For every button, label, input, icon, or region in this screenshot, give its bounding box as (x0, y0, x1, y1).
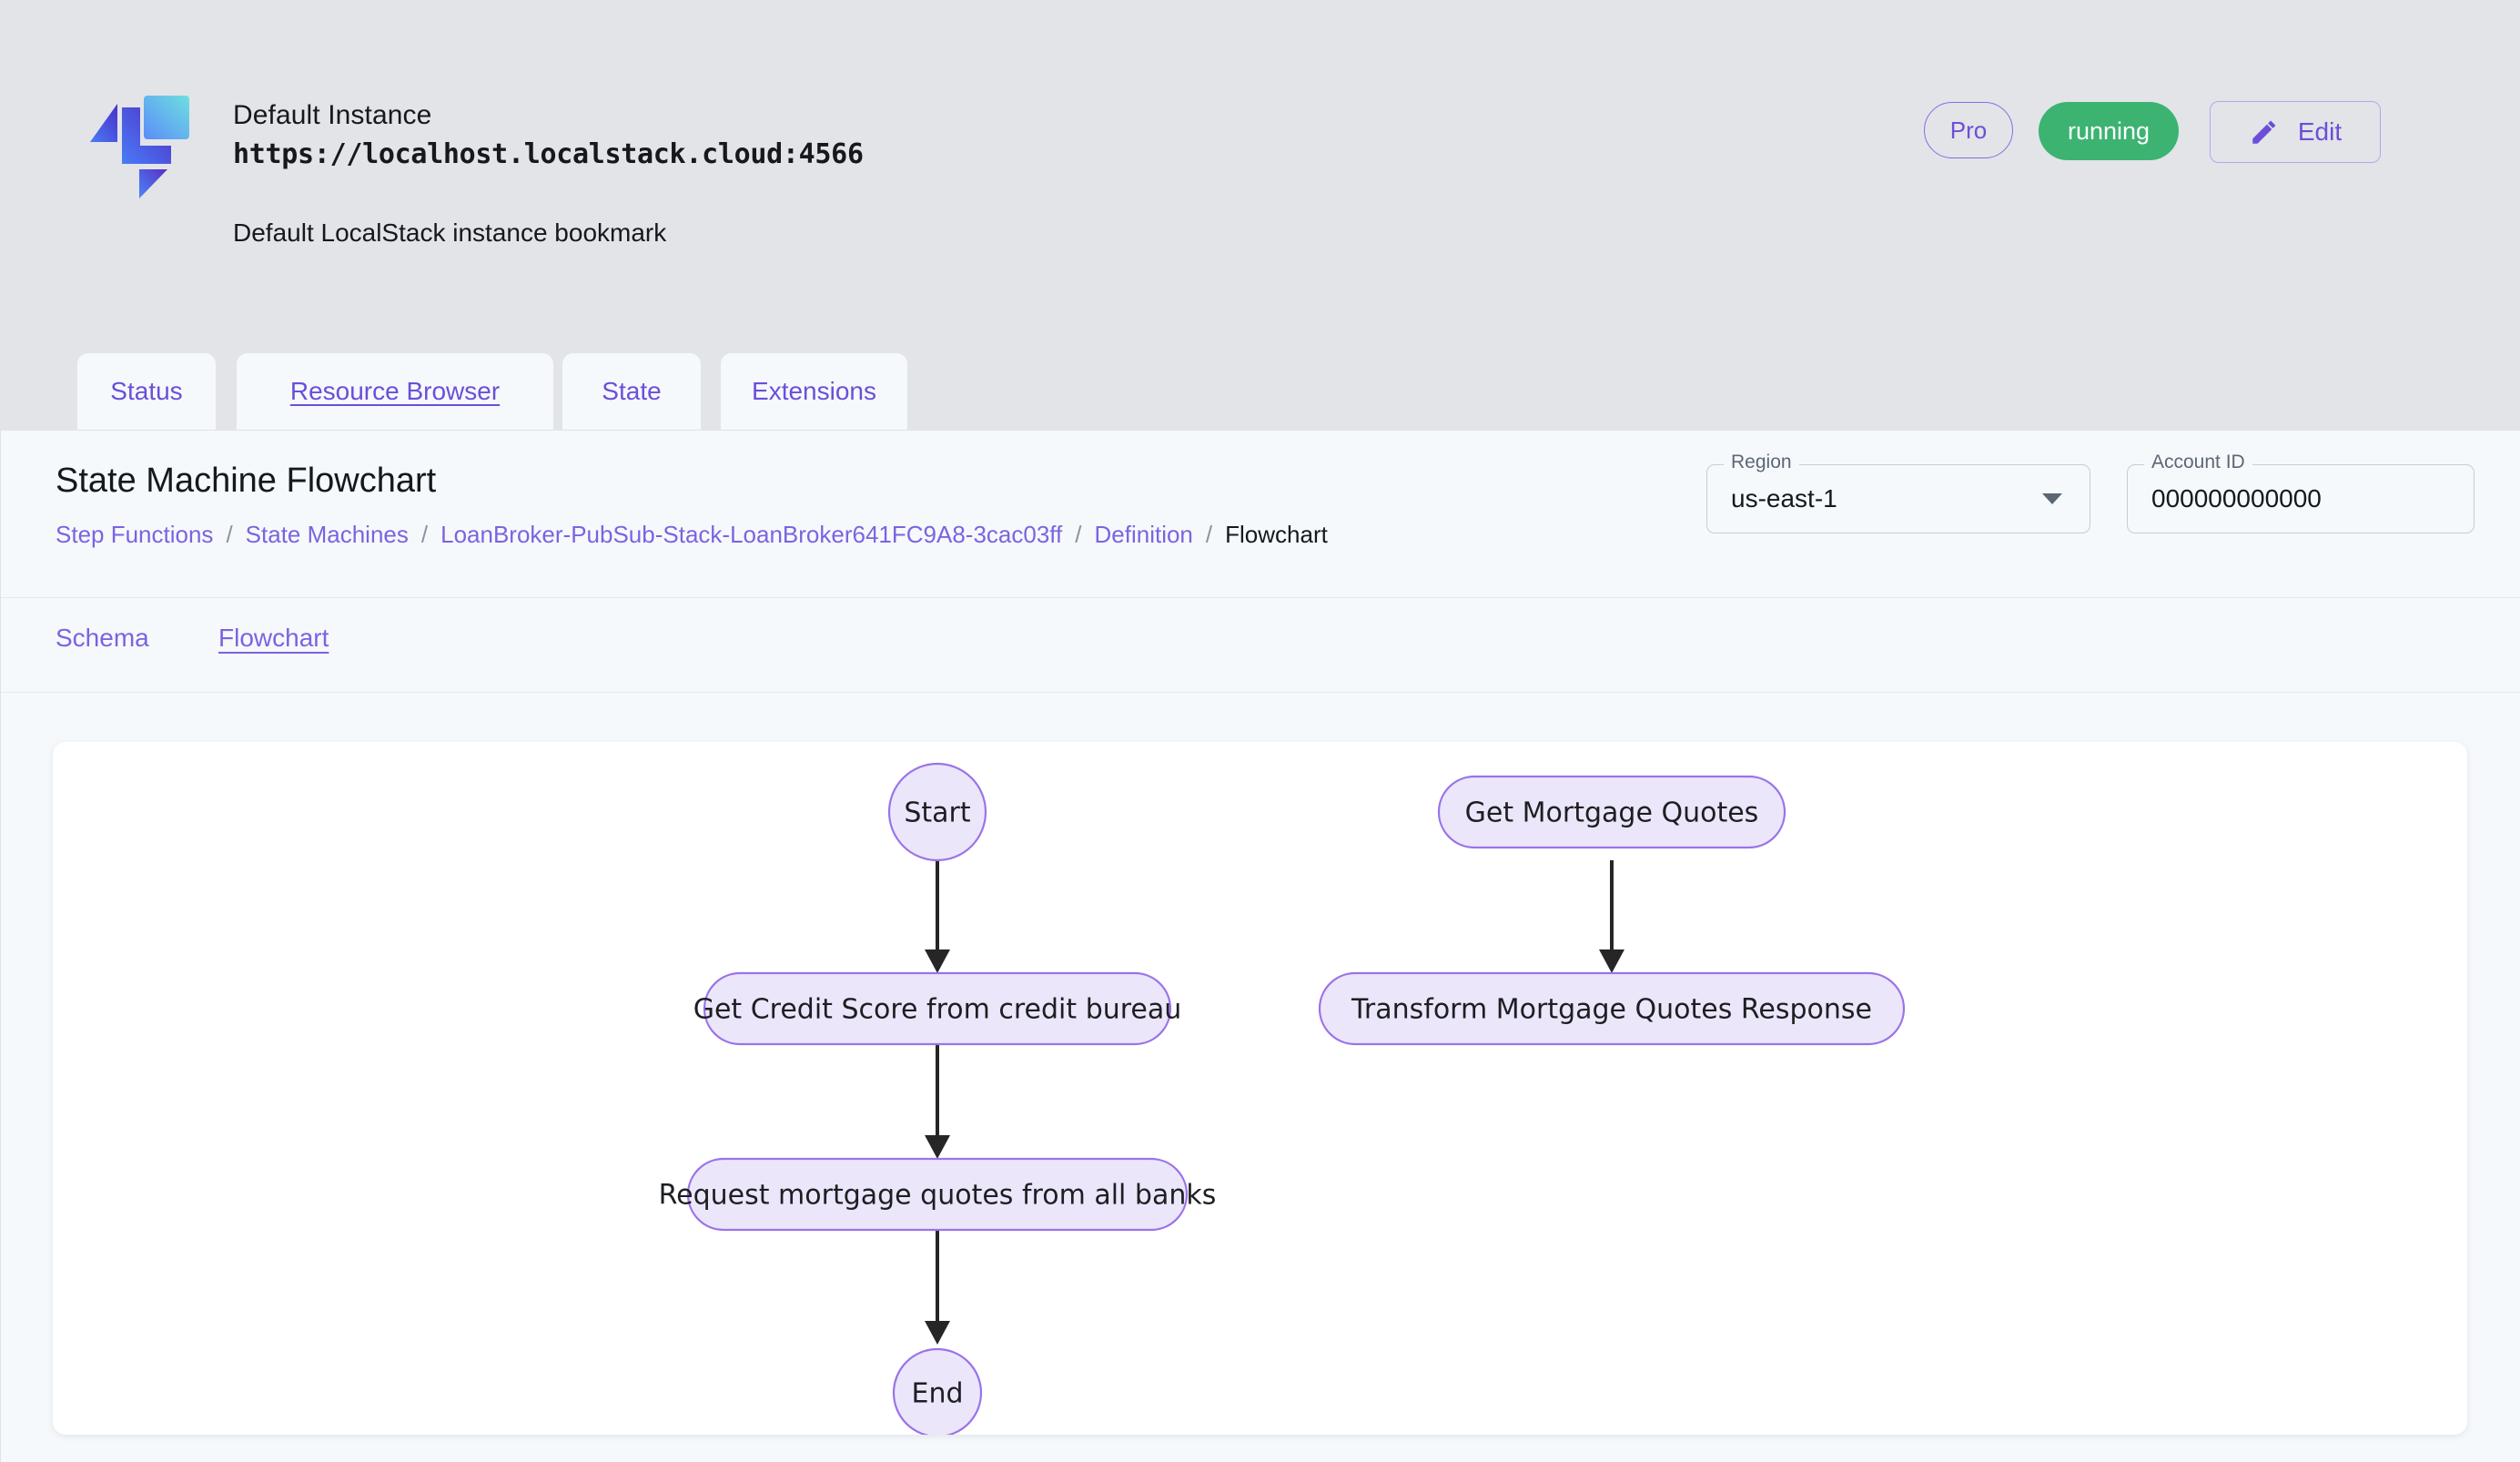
tab-resource-browser-label: Resource Browser (289, 377, 501, 405)
breadcrumb-item-definition[interactable]: Definition (1094, 521, 1193, 548)
chevron-down-icon[interactable] (2042, 493, 2062, 504)
tab-resource-browser[interactable]: Resource Browser (237, 353, 553, 430)
region-value: us-east-1 (1731, 484, 1837, 513)
breadcrumb-item-state-machines[interactable]: State Machines (245, 521, 409, 548)
node-credit-label: Get Credit Score from credit bureau (693, 994, 1182, 1026)
account-id-label: Account ID (2144, 452, 2252, 473)
edit-button-label: Edit (2297, 117, 2343, 146)
page-header: State Machine Flowchart Step Functions /… (1, 431, 2520, 598)
node-request-label: Request mortgage quotes from all banks (659, 1180, 1217, 1212)
node-end-label: End (911, 1378, 963, 1410)
account-id-value: 000000000000 (2151, 484, 2322, 513)
top-tab-bar: Status Resource Browser State Extensions (0, 353, 2520, 430)
breadcrumb-separator: / (226, 521, 233, 548)
region-select[interactable]: Region us-east-1 (1706, 452, 2090, 533)
sub-tab-flowchart-label: Flowchart (218, 624, 329, 652)
sub-tab-schema-label: Schema (56, 624, 149, 652)
pro-badge[interactable]: Pro (1924, 102, 2013, 158)
edge-start-to-credit (925, 860, 950, 973)
flowchart-node-start[interactable]: Start (887, 762, 987, 862)
tab-state[interactable]: State (562, 353, 701, 430)
flowchart-card: Start Get Credit Score from credit burea… (53, 742, 2467, 1435)
tab-status[interactable]: Status (77, 353, 216, 430)
instance-header: Default Instance https://localhost.local… (0, 0, 2520, 430)
node-transform-label: Transform Mortgage Quotes Response (1351, 994, 1872, 1026)
instance-url: https://localhost.localstack.cloud:4566 (233, 138, 864, 170)
edge-getquotes-to-transform (1599, 860, 1624, 973)
tab-extensions-label: Extensions (752, 377, 876, 405)
node-start-label: Start (904, 797, 971, 829)
page-title: State Machine Flowchart (56, 462, 437, 500)
breadcrumb-item-state-machine-name[interactable]: LoanBroker-PubSub-Stack-LoanBroker641FC9… (440, 521, 1063, 548)
instance-name: Default Instance (233, 100, 432, 130)
breadcrumb-separator: / (1205, 521, 1213, 548)
region-label: Region (1724, 452, 1799, 473)
edge-credit-to-request (925, 1044, 950, 1159)
breadcrumb-item-flowchart: Flowchart (1225, 521, 1328, 548)
instance-description: Default LocalStack instance bookmark (233, 218, 667, 247)
flowchart-node-request[interactable]: Request mortgage quotes from all banks (659, 1157, 1217, 1232)
sub-tab-schema[interactable]: Schema (56, 624, 149, 653)
account-id-input[interactable]: Account ID 000000000000 (2127, 452, 2474, 533)
edge-request-to-end (925, 1230, 950, 1345)
flowchart-node-transform[interactable]: Transform Mortgage Quotes Response (1318, 971, 1906, 1046)
breadcrumb: Step Functions / State Machines / LoanBr… (56, 521, 1328, 549)
flowchart-node-getquotes[interactable]: Get Mortgage Quotes (1437, 775, 1786, 849)
sub-tab-bar: Schema Flowchart (1, 598, 2520, 693)
flowchart-diagram: Start Get Credit Score from credit burea… (659, 762, 1906, 1435)
flowchart-edges (925, 860, 1624, 1345)
flowchart-node-end[interactable]: End (892, 1347, 983, 1435)
breadcrumb-separator: / (1075, 521, 1082, 548)
breadcrumb-separator: / (420, 521, 429, 548)
tab-extensions[interactable]: Extensions (721, 353, 907, 430)
pencil-icon (2252, 120, 2276, 144)
sub-tab-flowchart[interactable]: Flowchart (218, 624, 329, 653)
localstack-logo (90, 96, 189, 198)
edit-button[interactable]: Edit (2210, 101, 2381, 163)
flowchart-node-credit[interactable]: Get Credit Score from credit bureau (693, 971, 1182, 1046)
tab-state-label: State (602, 377, 662, 405)
status-badge: running (2039, 102, 2179, 160)
tab-status-label: Status (110, 377, 183, 405)
node-getquotes-label: Get Mortgage Quotes (1465, 797, 1759, 829)
breadcrumb-item-step-functions[interactable]: Step Functions (56, 521, 214, 548)
